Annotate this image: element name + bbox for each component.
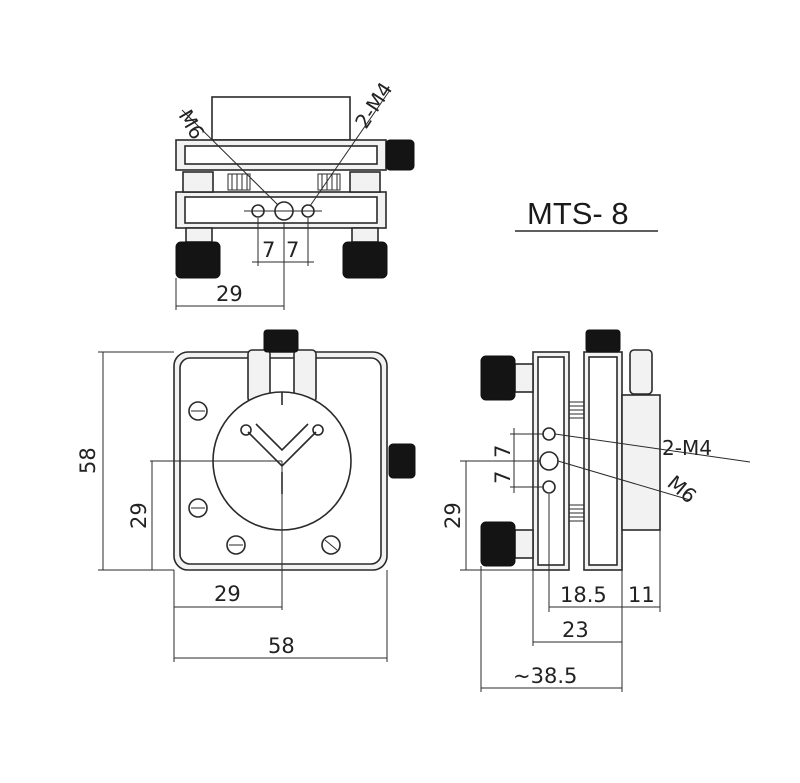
side-view-barrel — [629, 349, 653, 395]
front-view: 58 29 29 58 — [76, 329, 416, 662]
side-view-front-plate-inner — [537, 356, 565, 566]
top-view-m4-leader — [309, 89, 391, 207]
side-view-m4-leader — [554, 433, 751, 463]
top-view-knob-neck-right — [351, 227, 379, 243]
front-view-dim-29-height: 29 — [127, 502, 151, 529]
side-view: 2-M4 M6 7 7 29 18.5 11 23 ~38.5 — [441, 329, 751, 692]
top-view-m6-label: M6 — [174, 106, 210, 144]
front-view-dim-29-width: 29 — [214, 582, 241, 606]
front-view-screw-top-left — [188, 401, 208, 421]
front-view-top-knob — [263, 329, 299, 353]
side-view-m6-label: M6 — [663, 470, 701, 508]
top-view-side-knob — [385, 139, 415, 171]
top-view-dim-29: 29 — [216, 282, 243, 306]
top-view-knob-neck-left — [185, 227, 213, 243]
front-view-dim-58-height: 58 — [76, 447, 100, 474]
side-view-dim-11: 11 — [628, 583, 655, 607]
front-view-groove-screw-right — [312, 424, 324, 436]
top-view-spring-left — [227, 173, 251, 191]
side-view-knob-neck-bottom — [514, 529, 534, 559]
top-view-spring-right — [317, 173, 341, 191]
model-title: MTS- 8 — [527, 196, 629, 231]
front-view-dim-58-width: 58 — [268, 634, 295, 658]
side-view-knob-bottom — [480, 521, 516, 567]
side-view-dim-29: 29 — [441, 502, 465, 529]
side-view-m6-leader — [557, 460, 691, 501]
side-view-back-plate-inner — [588, 356, 618, 566]
top-view-m6-leader — [181, 109, 279, 206]
side-view-dim-18-5: 18.5 — [560, 583, 607, 607]
side-view-dim-7-b: 7 — [491, 471, 515, 484]
front-view-screw-bottom-left — [188, 498, 208, 518]
top-view-knob-left — [175, 241, 221, 279]
side-view-dim-23: 23 — [562, 618, 589, 642]
top-view: M6 2-M4 7 7 29 — [174, 78, 415, 310]
side-view-top-knob — [585, 329, 621, 353]
front-view-screw-bottom-mid — [226, 535, 246, 555]
top-view-lower-plate-inner — [184, 196, 378, 224]
front-view-side-knob — [388, 443, 416, 479]
top-view-knob-right — [342, 241, 388, 279]
side-view-knob-top — [480, 355, 516, 401]
top-view-upper-plate-inner — [184, 145, 378, 165]
top-view-post-right — [349, 171, 381, 193]
title-block: MTS- 8 — [515, 196, 658, 232]
side-view-dim-38-5: ~38.5 — [513, 664, 577, 688]
top-view-post-left — [182, 171, 214, 193]
side-view-dim-7-a: 7 — [491, 445, 515, 458]
side-view-m4-label: 2-M4 — [662, 436, 712, 460]
top-view-dim-7-a: 7 — [262, 238, 275, 262]
front-view-groove-screw-left — [240, 424, 252, 436]
side-view-knob-neck-top — [514, 363, 534, 393]
front-view-screw-bottom-right — [321, 535, 341, 555]
side-view-mount-body — [621, 394, 661, 531]
top-view-m4-label: 2-M4 — [350, 78, 397, 133]
front-view-v-groove-inner — [255, 423, 309, 452]
top-view-cap — [211, 96, 351, 141]
top-view-dim-7-b: 7 — [286, 238, 299, 262]
